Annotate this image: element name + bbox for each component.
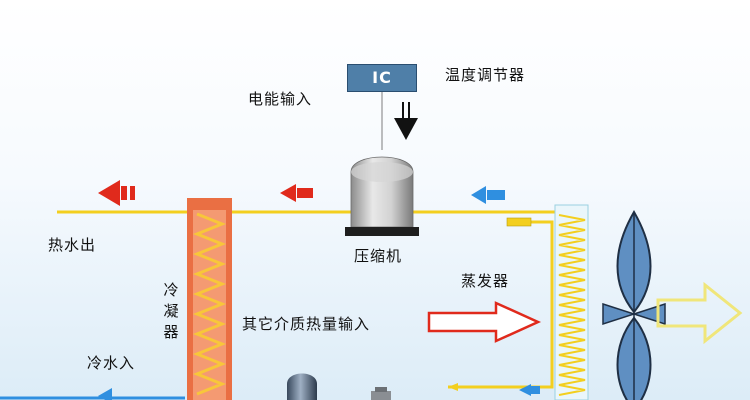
compressor-icon <box>345 156 419 236</box>
thermostat-label: 温度调节器 <box>445 66 526 84</box>
cold-water-in-label: 冷水入 <box>87 354 136 372</box>
hot-water-out-label: 热水出 <box>48 236 97 254</box>
blue-left-arrow-icon <box>471 186 505 204</box>
power-input-label: 电能输入 <box>248 90 313 108</box>
storage-tank-icon <box>287 373 317 400</box>
blue-left-arrow-icon <box>98 388 112 400</box>
red-left-arrow-icon <box>98 180 135 206</box>
condenser-label: 冷凝器 <box>163 281 179 341</box>
blue-left-arrow-icon <box>519 384 540 396</box>
red-outline-right-arrow-icon <box>427 301 542 343</box>
evaporator-label: 蒸发器 <box>461 272 510 290</box>
fan-icon <box>602 210 666 400</box>
thermostat-ic-box: IC <box>347 64 417 92</box>
compressor-label: 压缩机 <box>354 247 403 265</box>
red-left-arrow-icon <box>280 184 313 202</box>
evaporator-icon <box>554 204 589 400</box>
valve-icon <box>371 387 391 400</box>
yellow-outline-right-arrow-icon <box>656 281 743 345</box>
condenser-icon <box>187 198 232 400</box>
double-down-arrow-icon <box>394 102 418 140</box>
other-heat-input-label: 其它介质热量输入 <box>242 315 371 333</box>
expansion-valve <box>506 217 532 227</box>
